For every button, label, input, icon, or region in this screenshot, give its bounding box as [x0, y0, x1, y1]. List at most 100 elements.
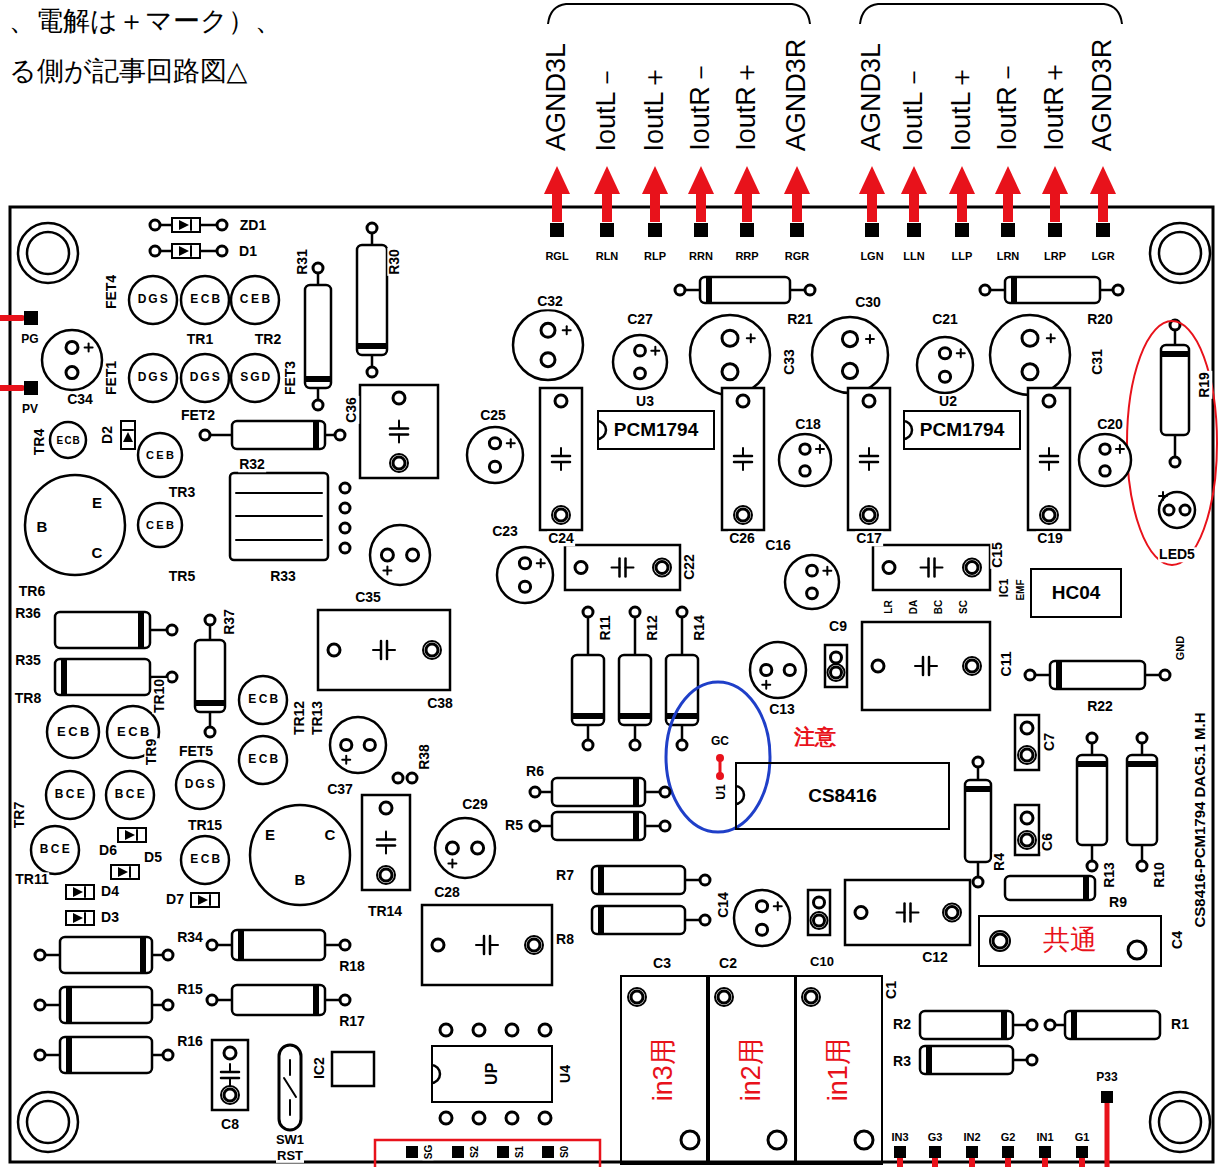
pin-letter: B — [165, 519, 175, 531]
resistor-band — [1083, 877, 1089, 899]
electrolytic-capacitor — [690, 315, 770, 395]
warning-note: 注意 — [793, 725, 837, 748]
solder-pad — [805, 285, 815, 295]
square-pad — [1101, 1091, 1113, 1103]
signal-arrow — [742, 190, 752, 222]
pin-letter: D — [260, 371, 271, 384]
solder-pad — [675, 285, 685, 295]
pin-letter: B — [268, 753, 279, 766]
pin-letter: D — [137, 371, 148, 384]
diode-symbol — [123, 432, 133, 442]
part-label: C4 — [1170, 930, 1185, 950]
part-label: PG — [20, 333, 39, 346]
solder-pad — [842, 331, 857, 346]
transistor-outline — [181, 836, 229, 884]
resistor-symbol — [1005, 277, 1100, 303]
part-label: R15 — [176, 982, 204, 997]
signal-name: IoutL－ — [592, 63, 622, 152]
square-pad — [1002, 1146, 1014, 1158]
signal-arrow — [901, 166, 927, 194]
resistor-band — [966, 786, 990, 792]
resistor-symbol — [55, 612, 150, 648]
resistor-band — [238, 931, 244, 959]
solder-pad — [432, 939, 444, 951]
part-label: R35 — [14, 653, 42, 668]
solder-pad — [800, 444, 810, 454]
part-label: S0 — [559, 1145, 570, 1159]
solder-pad — [681, 1131, 699, 1149]
solder-pad — [814, 897, 825, 908]
ic-name: PCM1794 — [920, 420, 1005, 441]
ic-name: UP — [483, 1063, 501, 1085]
pad-ring — [860, 506, 878, 524]
group-bracket — [860, 4, 1122, 24]
diode-symbol — [191, 893, 219, 907]
solder-pad — [660, 787, 670, 797]
solder-pad — [855, 907, 867, 919]
pin-letter: B — [260, 293, 271, 306]
pad-ring — [802, 988, 820, 1006]
polarity-mark — [345, 756, 347, 764]
part-label: R31 — [295, 248, 310, 276]
part-label: TR10 — [152, 678, 167, 714]
part-label: C24 — [547, 531, 575, 546]
solder-pad — [800, 466, 810, 476]
resistor-symbol — [1127, 755, 1157, 845]
film-capacitor — [318, 610, 450, 690]
capacitor-outline: in1用 — [795, 975, 883, 1165]
part-label: D6 — [98, 843, 118, 858]
pin-letter: E — [189, 853, 199, 866]
solder-pad — [446, 842, 458, 854]
film-capacitor — [1015, 805, 1039, 855]
square-pad — [1096, 223, 1110, 237]
solder-pad — [381, 549, 393, 561]
part-label: EMF — [1015, 578, 1026, 601]
silk-line — [398, 435, 400, 443]
wire-lead — [897, 1158, 903, 1167]
signal-name: IoutR＋ — [1040, 58, 1070, 152]
pin-letter: C — [200, 853, 211, 866]
part-label: C7 — [1042, 732, 1057, 752]
signal-name: IoutL－ — [899, 63, 929, 152]
solder-pad — [946, 907, 958, 919]
signal-arrow — [544, 166, 570, 194]
diode-symbol — [179, 246, 189, 256]
pin-letter: C — [200, 293, 211, 306]
part-label: TR15 — [187, 818, 223, 833]
square-pad — [740, 223, 754, 237]
diode-symbol — [121, 421, 135, 449]
electrolytic-capacitor — [750, 642, 806, 698]
solder-pad — [1021, 834, 1033, 846]
diode-symbol — [129, 867, 131, 877]
part-label: D5 — [143, 850, 163, 865]
solder-pad — [863, 395, 875, 407]
note-text: in1用 — [824, 1038, 854, 1101]
silk-line — [742, 448, 744, 456]
film-capacitor — [360, 385, 438, 478]
silk-line — [560, 448, 562, 456]
wire-lead — [969, 1158, 975, 1167]
diode-symbol — [125, 830, 135, 840]
solder-pad — [163, 950, 173, 960]
polarity-mark — [826, 567, 828, 575]
part-label: R18 — [338, 959, 366, 974]
silk-line — [626, 567, 634, 569]
solder-pad — [1045, 1020, 1055, 1030]
solder-pad — [1128, 941, 1146, 959]
solder-pad — [150, 220, 160, 230]
wire-lead — [0, 385, 22, 391]
resistor-symbol — [1065, 1011, 1160, 1039]
electrolytic-capacitor — [370, 525, 430, 585]
square-pad — [1076, 1146, 1088, 1158]
solder-pad — [1022, 364, 1038, 380]
pin-letter: B — [71, 435, 80, 446]
pad-name: RLN — [595, 250, 620, 262]
diode-symbol — [209, 895, 211, 905]
silk-line — [385, 832, 387, 840]
resistor-symbol — [232, 421, 325, 449]
solder-pad — [939, 371, 950, 382]
electrolytic-capacitor — [779, 434, 831, 486]
pad-name: RLP — [643, 250, 667, 262]
solder-pad — [539, 1024, 551, 1036]
film-capacitor — [565, 545, 680, 590]
